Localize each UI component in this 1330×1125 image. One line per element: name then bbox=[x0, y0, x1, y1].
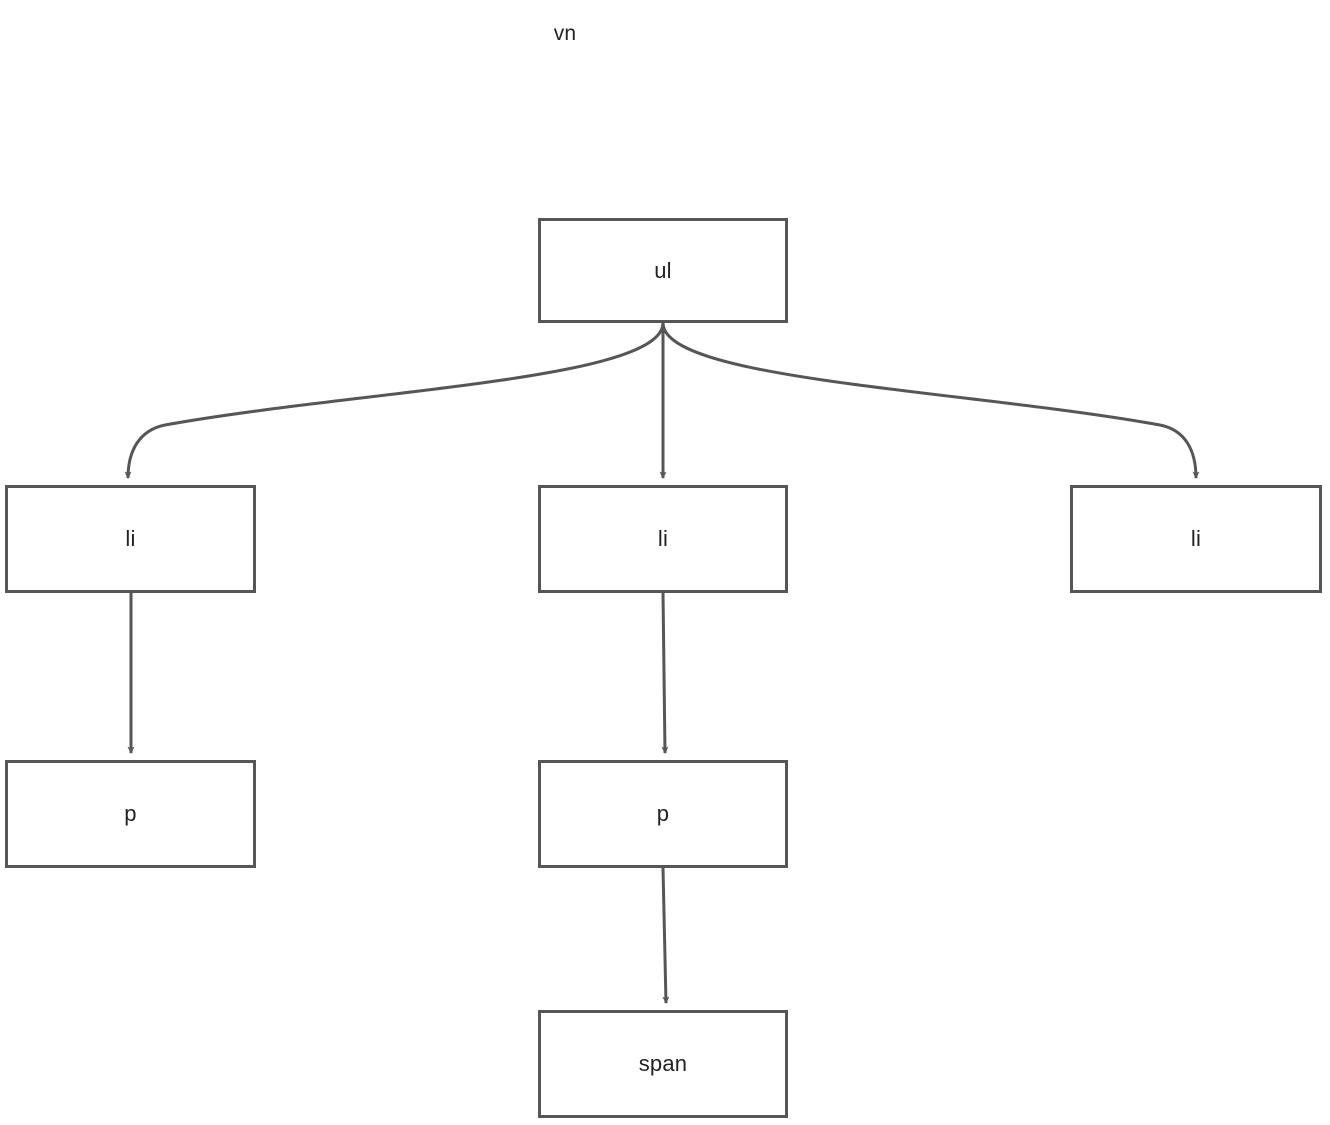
node-label-p2: p bbox=[656, 801, 670, 826]
node-label-li3: li bbox=[1190, 526, 1202, 551]
node-label-p1: p bbox=[124, 801, 137, 826]
node-li2[interactable]: li bbox=[538, 485, 788, 593]
node-label-ul: ul bbox=[654, 257, 672, 283]
node-li1[interactable]: li bbox=[5, 485, 256, 593]
edge-li2-to-p2 bbox=[661, 592, 669, 754]
node-li3[interactable]: li bbox=[1070, 485, 1322, 593]
edge-p2-to-span1 bbox=[661, 867, 670, 1004]
node-label-span1: span bbox=[638, 1051, 688, 1076]
node-label-li2: li bbox=[657, 526, 669, 551]
diagram-title: vn bbox=[553, 22, 577, 45]
node-p2[interactable]: p bbox=[538, 760, 788, 868]
node-ul[interactable]: ul bbox=[538, 218, 788, 323]
edge-group bbox=[124, 322, 1200, 1004]
node-p1[interactable]: p bbox=[5, 760, 256, 868]
node-span1[interactable]: span bbox=[538, 1010, 788, 1118]
edge-ul-to-li3 bbox=[661, 322, 1200, 479]
node-label-li1: li bbox=[125, 526, 136, 551]
edge-ul-to-li1 bbox=[124, 322, 665, 479]
